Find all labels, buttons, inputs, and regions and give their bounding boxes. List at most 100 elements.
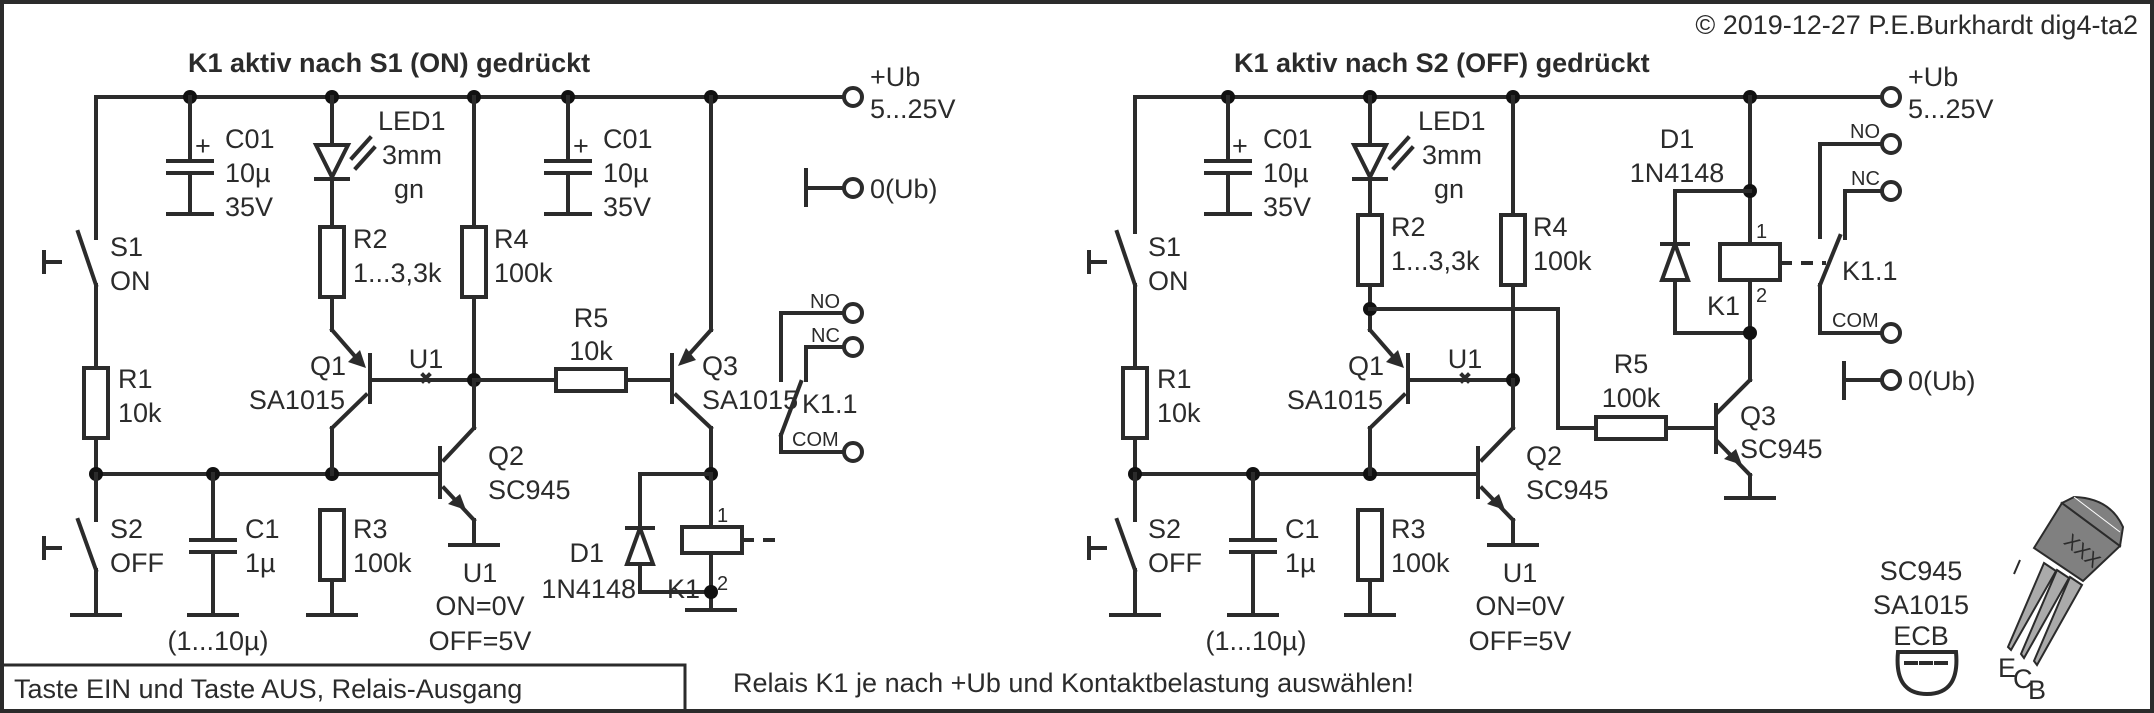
symbol-shape <box>348 350 366 368</box>
component-label: ON <box>1148 266 1189 296</box>
junction-dot <box>1743 326 1757 340</box>
component-label: R1 <box>118 364 153 394</box>
capacitor-c01-b: + C01 10µ 35V <box>544 95 653 222</box>
component-label: R3 <box>353 514 388 544</box>
component-label: 1N4148 <box>541 574 636 604</box>
component-label: SA1015 <box>1873 590 1969 620</box>
wire <box>349 135 373 161</box>
symbol-path <box>1459 372 1471 384</box>
switch-s2: S2 OFF <box>42 472 164 617</box>
wire <box>1479 425 1516 463</box>
component-label: 10µ <box>225 158 271 188</box>
caption-note: Relais K1 je nach +Ub und Kontaktbelastu… <box>733 668 1414 698</box>
capacitor-c1: C1 1µ (1...10µ) <box>167 472 280 656</box>
resistor-r2: R2 1...3,3k <box>318 224 442 332</box>
wire <box>353 145 377 171</box>
resistor-r5: R5 10k <box>472 303 674 393</box>
resistor-r3: R3 100k <box>306 508 412 617</box>
component-body <box>1356 213 1384 287</box>
to92-footprint-icon <box>1895 650 1959 697</box>
component-body <box>1356 508 1384 582</box>
wire <box>1367 392 1407 431</box>
wire <box>2073 496 2121 533</box>
led-led1-b: LED1 3mm gn <box>1350 95 1486 217</box>
component-label: C1 <box>1285 514 1320 544</box>
component-label: R3 <box>1391 514 1426 544</box>
component-body <box>1499 213 1527 287</box>
component-label: C01 <box>225 124 275 154</box>
component-body <box>680 525 744 555</box>
terminal-nc-b <box>1880 180 1902 202</box>
wire <box>1715 377 1753 415</box>
wire <box>1818 283 1885 335</box>
wire <box>1391 145 1415 171</box>
component-label: ON=0V <box>435 591 524 621</box>
symbol-shape <box>1724 449 1742 465</box>
component-body <box>318 508 346 582</box>
component-label: 100k <box>353 548 412 578</box>
component-label: SA1015 <box>249 385 345 415</box>
symbol-shape <box>1659 238 1691 282</box>
component-label: C01 <box>603 124 653 154</box>
relay-k1: D1 1N4148 1 2 K1 <box>541 472 784 612</box>
component-label: D1 <box>569 538 604 568</box>
symbol-path <box>2060 495 2125 548</box>
component-label: 5...25V <box>1908 94 1994 124</box>
component-label: COM <box>1832 310 1879 332</box>
component-label: 100k <box>1602 383 1661 413</box>
wire <box>778 379 804 438</box>
circuit-a: K1 aktiv nach S1 (ON) gedrückt +Ub 5...2… <box>42 48 956 656</box>
symbol-shape <box>2006 561 2058 652</box>
wire <box>1114 229 1138 288</box>
resistor-r1-b: R1 10k <box>1121 364 1201 476</box>
symbol-shape <box>1386 350 1404 368</box>
circuit-a-title: K1 aktiv nach S1 (ON) gedrückt <box>188 48 590 78</box>
component-body <box>318 225 346 299</box>
component-label: 10µ <box>1263 158 1309 188</box>
component-label: 1 <box>1756 221 1767 243</box>
component-body <box>1594 415 1668 441</box>
component-label: (1...10µ) <box>1205 626 1306 656</box>
component-body <box>82 366 110 440</box>
component-label: 10k <box>569 336 613 366</box>
component-label: LED1 <box>1418 106 1486 136</box>
component-label: 10µ <box>603 158 649 188</box>
relay-k1-b: D1 1N4148 1 2 K1 <box>1630 95 1826 382</box>
wire <box>804 345 848 382</box>
ground-terminal-label: 0(Ub) <box>870 174 938 204</box>
component-label: R4 <box>494 224 529 254</box>
transistor-q1: Q1 SA1015 U1 <box>249 327 481 476</box>
caption-box <box>0 663 687 713</box>
component-label: NO <box>810 291 840 313</box>
component-label: Q3 <box>702 351 738 381</box>
component-body <box>1718 242 1782 282</box>
switch-s1: S1 ON <box>42 229 151 367</box>
component-label: 100k <box>1391 548 1450 578</box>
wire <box>779 433 848 454</box>
component-label: R4 <box>1533 212 1568 242</box>
component-label: 10k <box>118 398 162 428</box>
resistor-r3-b: R3 100k <box>1344 508 1450 617</box>
component-label: 2 <box>1756 285 1767 307</box>
component-body <box>460 225 488 299</box>
relay-contact-k11: NO NC COM K1.1 <box>778 291 864 463</box>
component-label: SC945 <box>1880 556 1963 586</box>
component-label: S2 <box>110 514 143 544</box>
component-label: SA1015 <box>1287 385 1383 415</box>
component-label: K1.1 <box>802 389 858 419</box>
component-label: R5 <box>574 303 609 333</box>
component-label: SC945 <box>1526 475 1609 505</box>
component-label: COM <box>792 429 839 451</box>
component-label: 1...3,3k <box>353 258 442 288</box>
component-label: 35V <box>603 192 651 222</box>
component-label: S2 <box>1148 514 1181 544</box>
component-label: NC <box>811 325 840 347</box>
resistor-r4: R4 100k <box>460 95 553 382</box>
component-label: 1N4148 <box>1630 158 1725 188</box>
component-label: 1...3,3k <box>1391 246 1480 276</box>
symbol-shape <box>312 143 352 182</box>
capacitor-c1-b: C1 1µ (1...10µ) <box>1205 472 1320 656</box>
terminal-no <box>842 302 864 324</box>
